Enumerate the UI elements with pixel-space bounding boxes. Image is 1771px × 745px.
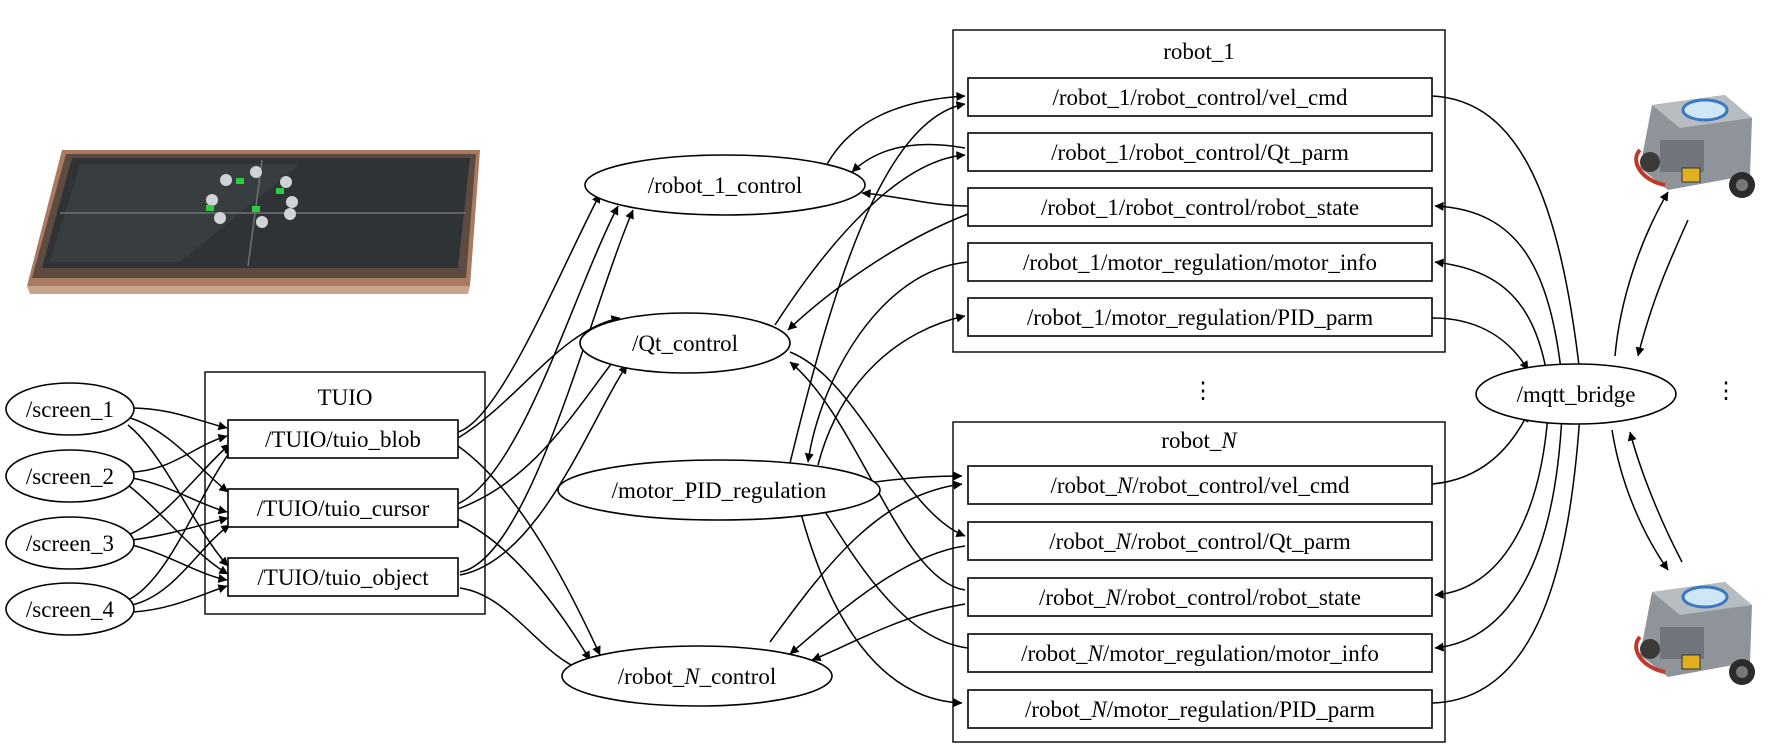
- edge-r1pidparm-mqtt: [1431, 317, 1529, 371]
- edge-pid-r1pidparm: [817, 313, 966, 466]
- edge-r1ctrl-r1velcmd: [824, 92, 966, 169]
- topic-rn-motor-info-label: /robot_N/motor_regulation/motor_info: [1021, 641, 1379, 666]
- topic-r1-pid-parm: /robot_1/motor_regulation/PID_parm: [967, 297, 1433, 337]
- edge-r1state-qtctrl: [787, 213, 969, 331]
- touch-table-image: [27, 150, 480, 294]
- node-screen-2-label: /screen_2: [26, 464, 114, 489]
- edge-mqtt-robot-top: [1614, 191, 1669, 357]
- robot-1-group-title: robot_1: [1163, 39, 1235, 64]
- topic-rn-robot-state: /robot_N/robot_control/robot_state: [967, 577, 1433, 617]
- topic-r1-qt-parm-label: /robot_1/robot_control/Qt_parm: [1051, 140, 1349, 165]
- node-robot-n-control-label: /robot_N_control: [618, 664, 776, 689]
- edge-mqtt-robot-bottom: [1611, 429, 1669, 571]
- topic-r1-vel-cmd-label: /robot_1/robot_control/vel_cmd: [1052, 85, 1348, 110]
- edge-pid-rnpidparm: [799, 509, 963, 708]
- node-mqtt-bridge: /mqtt_bridge: [1475, 363, 1677, 425]
- node-qt-control: /Qt_control: [579, 312, 791, 374]
- edge-screen4-cursor: [131, 524, 231, 606]
- edge-rnmotorinfo-pid: [819, 503, 969, 649]
- edge-object-rnctrl: [459, 587, 583, 672]
- node-screen-4-label: /screen_4: [26, 597, 115, 622]
- edge-rnpidparm-mqtt: [1431, 413, 1584, 704]
- topic-tuio-object: /TUIO/tuio_object: [227, 557, 459, 597]
- tuio-group-title: TUIO: [318, 385, 373, 410]
- node-screen-1: /screen_1: [5, 382, 135, 436]
- edge-rnqtparm-rnctrl: [789, 545, 966, 655]
- topic-tuio-cursor-label: /TUIO/tuio_cursor: [257, 496, 430, 521]
- node-robot-n-control: /robot_N_control: [561, 645, 833, 707]
- edge-r1qtparm-r1ctrl: [851, 143, 966, 173]
- topic-rn-vel-cmd-label: /robot_N/robot_control/vel_cmd: [1051, 473, 1350, 498]
- edge-object-r1ctrl: [459, 209, 634, 573]
- edge-screen1-blob: [129, 407, 228, 431]
- edge-mqtt-r1state: [1434, 201, 1563, 379]
- topic-rn-pid-parm-label: /robot_N/motor_regulation/PID_parm: [1025, 697, 1375, 722]
- edge-screen4-object: [131, 584, 228, 613]
- topic-rn-robot-state-label: /robot_N/robot_control/robot_state: [1039, 585, 1361, 610]
- robot-image-bottom: [1634, 582, 1755, 685]
- edge-r1motorinfo-pid: [804, 261, 969, 463]
- edge-pid-r1velcmd: [789, 101, 966, 464]
- edge-blob-rnctrl: [457, 445, 601, 656]
- ellipsis-hardware: ⋮: [1715, 378, 1738, 403]
- edge-r1state-r1ctrl: [861, 189, 969, 207]
- node-robot-1-control: /robot_1_control: [584, 154, 866, 216]
- topic-rn-vel-cmd: /robot_N/robot_control/vel_cmd: [967, 465, 1433, 505]
- topic-r1-qt-parm: /robot_1/robot_control/Qt_parm: [967, 132, 1433, 172]
- topic-r1-robot-state-label: /robot_1/robot_control/robot_state: [1041, 195, 1359, 220]
- topic-tuio-cursor: /TUIO/tuio_cursor: [227, 488, 459, 528]
- node-screen-3-label: /screen_3: [26, 531, 114, 556]
- topic-r1-robot-state: /robot_1/robot_control/robot_state: [967, 187, 1433, 227]
- node-motor-pid-regulation-label: /motor_PID_regulation: [612, 478, 827, 503]
- node-mqtt-bridge-label: /mqtt_bridge: [1517, 382, 1636, 407]
- node-screen-1-label: /screen_1: [26, 397, 114, 422]
- edge-robot-top-mqtt: [1635, 219, 1689, 357]
- edge-blob-r1ctrl: [457, 193, 601, 433]
- edge-rnctrl-rnvelcmd: [769, 480, 963, 643]
- node-screen-2: /screen_2: [5, 449, 135, 503]
- topic-r1-motor-info: /robot_1/motor_regulation/motor_info: [967, 242, 1433, 282]
- edge-screen2-blob: [129, 433, 228, 473]
- edge-mqtt-rnmotorinfo: [1434, 413, 1563, 652]
- topic-rn-motor-info: /robot_N/motor_regulation/motor_info: [967, 633, 1433, 673]
- topic-rn-pid-parm: /robot_N/motor_regulation/PID_parm: [967, 689, 1433, 729]
- topic-tuio-object-label: /TUIO/tuio_object: [257, 565, 429, 590]
- edge-screen3-cursor: [131, 515, 229, 541]
- edge-screen3-object: [131, 544, 228, 583]
- topic-rn-qt-parm-label: /robot_N/robot_control/Qt_parm: [1049, 529, 1351, 554]
- topic-tuio-blob: /TUIO/tuio_blob: [227, 419, 459, 459]
- edge-cursor-rnctrl: [454, 517, 591, 661]
- edge-mqtt-rnstate: [1434, 413, 1549, 599]
- topic-rn-qt-parm: /robot_N/robot_control/Qt_parm: [967, 521, 1433, 561]
- edge-robot-bottom-mqtt: [1627, 431, 1683, 563]
- edge-mqtt-r1motorinfo: [1434, 258, 1549, 381]
- edge-cursor-r1ctrl: [454, 205, 619, 506]
- node-screen-4: /screen_4: [5, 582, 135, 636]
- topic-r1-motor-info-label: /robot_1/motor_regulation/motor_info: [1023, 250, 1377, 275]
- topic-r1-pid-parm-label: /robot_1/motor_regulation/PID_parm: [1027, 305, 1373, 330]
- edge-screen4-blob: [127, 447, 234, 601]
- edge-rnstate-rnctrl: [811, 603, 966, 662]
- edge-screen1-cursor: [129, 417, 229, 493]
- edge-r1velcmd-mqtt: [1431, 95, 1584, 375]
- robot-image-top: [1634, 95, 1755, 198]
- table-robots: [206, 166, 298, 228]
- node-screen-3: /screen_3: [5, 516, 135, 570]
- ellipsis-robots: ⋮: [1192, 378, 1215, 403]
- topic-r1-vel-cmd: /robot_1/robot_control/vel_cmd: [967, 77, 1433, 117]
- robot-n-group-title: robot_N: [1161, 428, 1238, 453]
- topic-tuio-blob-label: /TUIO/tuio_blob: [265, 427, 421, 452]
- edge-screen2-cursor: [131, 477, 228, 515]
- edge-rnvelcmd-mqtt: [1431, 412, 1529, 485]
- edge-qtctrl-r1qtparm: [774, 151, 966, 326]
- node-robot-1-control-label: /robot_1_control: [648, 173, 803, 198]
- node-motor-pid-regulation: /motor_PID_regulation: [557, 459, 881, 521]
- edge-screen3-blob: [127, 443, 231, 536]
- node-qt-control-label: /Qt_control: [632, 331, 738, 356]
